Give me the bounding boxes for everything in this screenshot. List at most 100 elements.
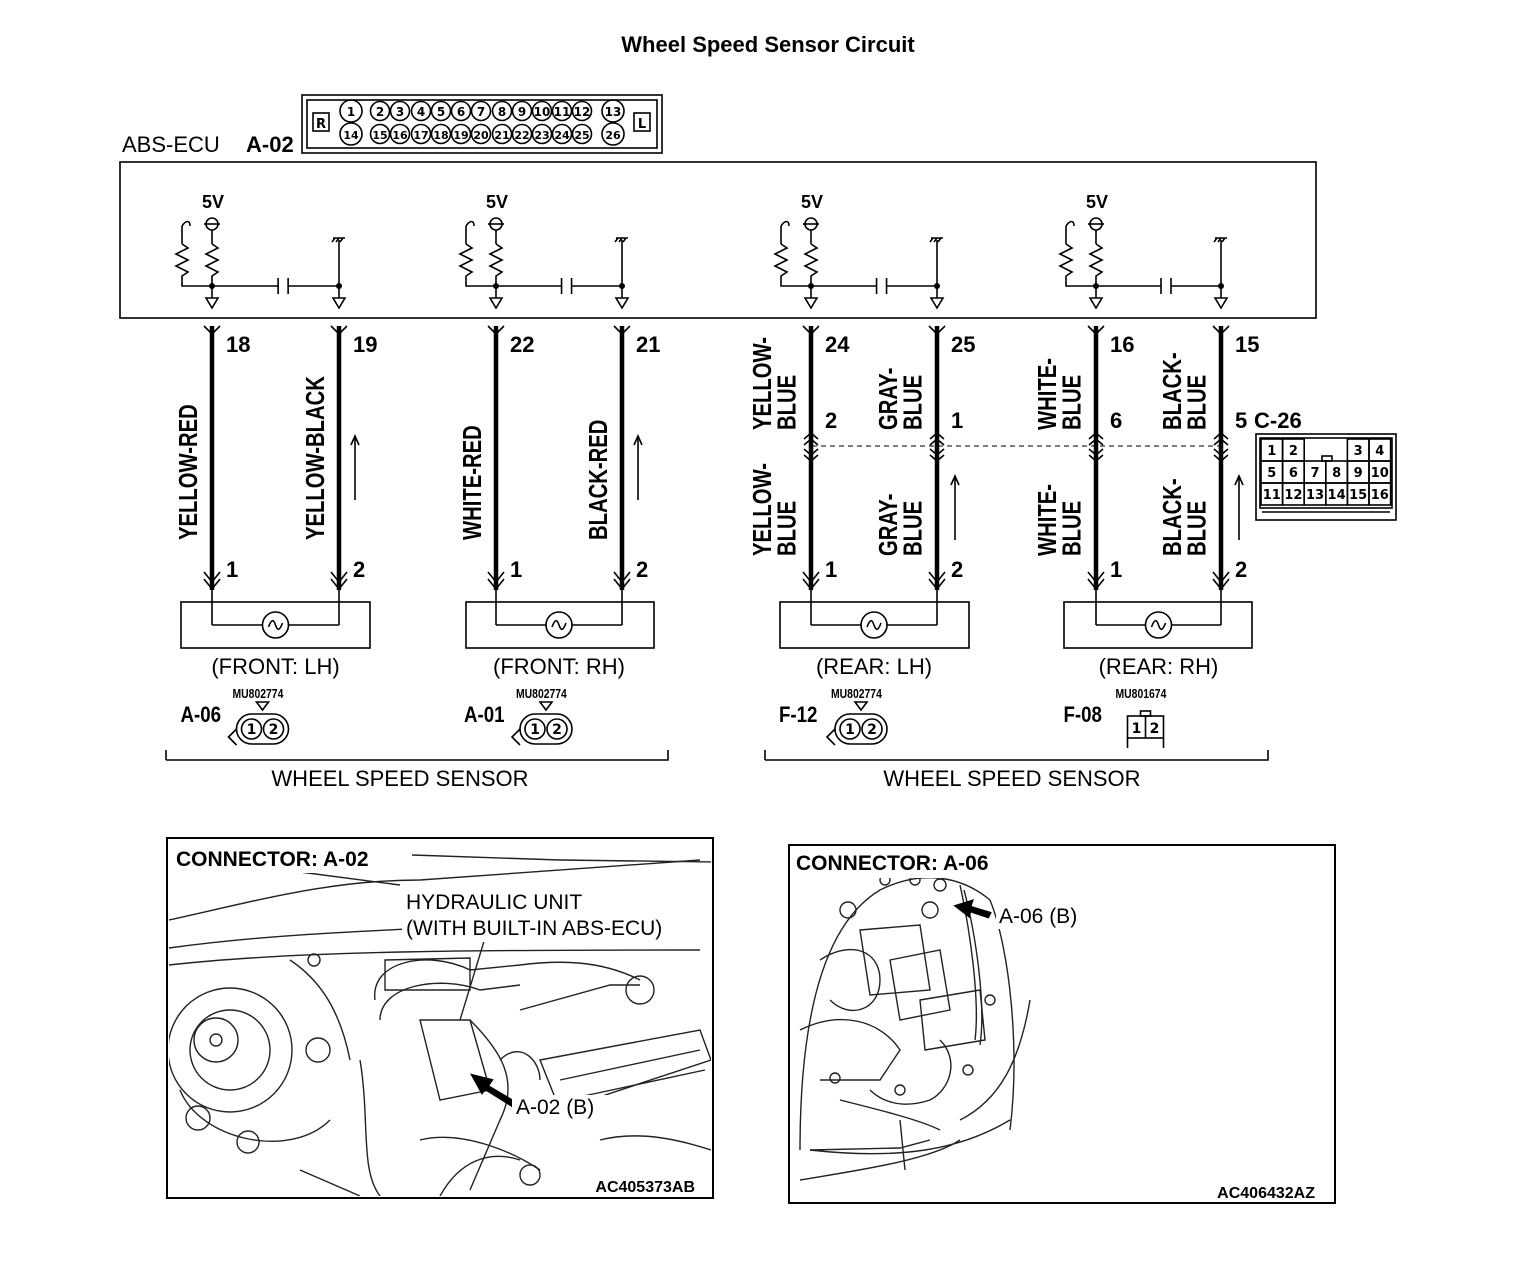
sensor-connector-front-rh: A-01 [464,704,505,728]
sensor-position-rear-rh: (REAR: RH) [1099,654,1219,679]
ecu-pin-b-front-rh: 21 [636,332,660,357]
ecu-terminal-a-rear-lh [802,325,820,336]
sensor-coil-rear-rh [1144,611,1173,639]
sensor-connector-face-rear-lh [834,713,888,745]
wire-color-a-front-lh: YELLOW-RED [174,404,203,540]
ecu-pin-a-front-lh: 18 [226,332,250,357]
sensor-pin-a-front-rh: 1 [510,557,522,582]
ecu-terminal-a-front-lh [203,325,221,336]
sensor-part-number-rear-rh: MU801674 [1116,687,1167,701]
c26-pin-4: 4 [1375,444,1384,459]
sensor-terminal-a-front-rh [487,571,505,591]
resistor-a-rear-lh [803,243,819,286]
wire-color-b-front-rh: BLACK-RED [584,420,613,540]
wire-color-a-lower-rear-lh-line-0: YELLOW- [748,463,777,556]
sensor-connector-key-rear-rh [1139,710,1152,717]
photo-connector-a02: CONNECTOR: A-02 HYDRAULIC UNIT (WITH BUI… [166,837,714,1199]
ecu-pin-label-14: 14 [343,129,359,142]
front-brace [165,750,669,761]
sensor-connector-key-rear-lh [853,701,869,712]
wire-color-a-upper-rear-rh-line-1: BLUE [1057,375,1086,430]
ecu-pin-label-10: 10 [534,105,551,119]
c26-pin-7: 7 [1310,466,1319,481]
resistor-a-front-lh [204,243,220,286]
joint-terminal-a-rear-lh-upper [803,431,819,446]
ecu-pin-26 [601,122,625,146]
ground-a-front-rh [488,297,504,310]
ecu-pin-13 [601,99,625,123]
ecu-pin-label-22: 22 [514,129,529,142]
wire-color-b-lower-rear-lh: GRAY-BLUE [874,494,928,556]
sensor-connector-front-lh: A-06 [181,704,222,728]
c26-pin-15: 15 [1349,488,1367,503]
wire-color-b-upper-rear-lh-line-1: BLUE [898,375,927,430]
wire-color-b-lower-rear-rh: BLACK-BLUE [1158,478,1212,556]
sensor-part-number-rear-lh: MU802774 [831,687,882,701]
ecu-pin-11 [551,100,573,122]
ground-b-front-lh [331,297,347,310]
sensor-connector-pin2-front-lh: 2 [269,722,279,738]
sensor-part-number-front-rh: MU802774 [516,687,567,701]
c26-pin-14: 14 [1328,488,1346,503]
sensor-position-rear-lh: (REAR: LH) [816,654,932,679]
joint-terminal-b-rear-rh-lower [1213,448,1229,463]
wire-color-b-upper-rear-rh: BLACK-BLUE [1158,352,1212,430]
joint-terminal-a-rear-rh-upper [1088,431,1104,446]
ecu-connector-label: A-02 [246,132,294,157]
resistor-b-top-rear-lh [780,220,790,227]
ecu-pin-label-3: 3 [396,105,404,119]
ecu-pin-label-26: 26 [605,129,621,142]
c26-pin-11: 11 [1263,488,1281,503]
ecu-pin-21 [491,123,513,145]
wire-color-b-upper-rear-lh: GRAY-BLUE [874,368,928,430]
sensor-pin-a-front-lh: 1 [226,557,238,582]
ecu-pin-12 [571,100,593,122]
rear-group-label: WHEEL SPEED SENSOR [883,766,1140,791]
ecu-pin-label-25: 25 [574,129,589,142]
sensor-connector-rear-rh: F-08 [1064,704,1102,728]
sensor-connector-latch-front-lh [227,728,238,746]
wire-color-b-front-lh-line-0: YELLOW-BLACK [301,376,330,540]
sensor-coil-rear-lh [860,611,888,639]
sensor-connector-pin2-ring-front-rh [546,718,568,740]
wire-color-a-upper-rear-rh-line-0: WHITE- [1033,358,1062,430]
wire-color-b-front-lh: YELLOW-BLACK [301,376,330,540]
sensor-pin-a-rear-lh: 1 [825,557,837,582]
wire-color-a-lower-rear-rh-line-1: BLUE [1057,501,1086,556]
photo-right-pointer-label: A-06 (B) [999,905,1077,928]
ecu-pin-a-rear-rh: 16 [1110,332,1134,357]
sensor-connector-latch-front-rh [510,728,521,746]
sensor-pin-b-front-rh: 2 [636,557,648,582]
sensor-connector-pin1-front-lh: 1 [247,722,257,738]
shield-ground-rear-lh [929,237,943,243]
ecu-pin-b-rear-rh: 15 [1235,332,1259,357]
ecu-pin-label-21: 21 [494,129,509,142]
ecu-pin-15 [369,123,391,145]
ecu-pin-label-9: 9 [518,105,526,119]
wire-color-a-upper-rear-lh-line-1: BLUE [772,375,801,430]
joint-pin-b-rear-rh: 5 [1235,408,1247,433]
resistor-b-rear-rh [1058,243,1096,287]
ecu-pin-2 [369,100,391,122]
sensor-part-number-front-lh: MU802774 [233,687,284,701]
sensor-pin-b-rear-lh: 2 [951,557,963,582]
current-arrow-rear-lh-head [950,474,960,486]
connector-tag-r: R [316,117,326,132]
ecu-pin-label-20: 20 [473,129,489,142]
engine-bay-sketch-left [169,854,711,1196]
ground-a-rear-lh [803,297,819,310]
ecu-pin-20 [470,123,492,145]
ground-a-front-lh [204,297,220,310]
ecu-pin-4 [410,100,432,122]
c26-pin-8: 8 [1332,466,1341,481]
wire-color-b-lower-rear-lh-line-0: GRAY- [874,494,903,556]
photo-left-title: CONNECTOR: A-02 [176,848,369,871]
ecu-pin-17 [410,123,432,145]
sensor-position-front-rh: (FRONT: RH) [493,654,625,679]
